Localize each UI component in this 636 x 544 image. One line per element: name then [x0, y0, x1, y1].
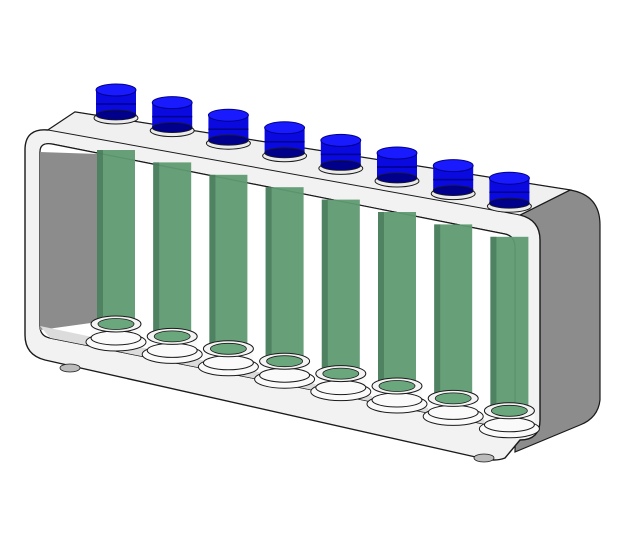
cap-bottom	[320, 159, 362, 171]
tube-bottom	[97, 318, 135, 330]
tube	[434, 224, 473, 405]
cap-bottom	[151, 122, 193, 133]
cap-top	[264, 121, 306, 135]
cap-top	[207, 108, 249, 122]
tube-bottom	[266, 355, 304, 368]
cap-bottom	[376, 172, 418, 184]
cap-bottom	[207, 134, 249, 146]
cap-bottom	[264, 147, 306, 159]
tube-bottom	[490, 404, 528, 417]
foot	[473, 453, 495, 463]
tube-bottom	[378, 380, 416, 392]
tube-shadow	[321, 199, 328, 380]
cap-top	[376, 146, 418, 160]
caps	[93, 83, 532, 213]
tube-shadow	[490, 236, 497, 417]
frame-inner-left-wall	[40, 152, 98, 330]
tube-bottom	[153, 330, 191, 343]
tube	[378, 212, 416, 392]
tube-shadow	[265, 187, 272, 368]
cap-top	[488, 171, 530, 185]
tube	[321, 199, 360, 380]
cap-top	[432, 159, 474, 173]
tube-shadow	[434, 224, 441, 405]
tubes	[85, 150, 540, 439]
tube-shadow	[97, 150, 103, 330]
tube-shadow	[209, 174, 216, 355]
tube-bottom	[209, 342, 247, 355]
tube-shadow	[378, 212, 384, 392]
tube-bottom	[322, 367, 360, 380]
cap-bottom	[95, 109, 137, 121]
tube	[265, 187, 304, 368]
tube	[209, 174, 248, 355]
tube	[97, 150, 135, 330]
foot	[59, 363, 81, 373]
cap-top	[320, 133, 362, 147]
cap-bottom	[432, 185, 474, 197]
tube	[153, 162, 192, 343]
tube	[490, 236, 529, 417]
cap-top	[95, 83, 137, 97]
cap-bottom	[488, 197, 530, 209]
tube-shadow	[153, 162, 160, 343]
tube-bottom	[434, 392, 472, 405]
cap-top	[151, 96, 193, 110]
